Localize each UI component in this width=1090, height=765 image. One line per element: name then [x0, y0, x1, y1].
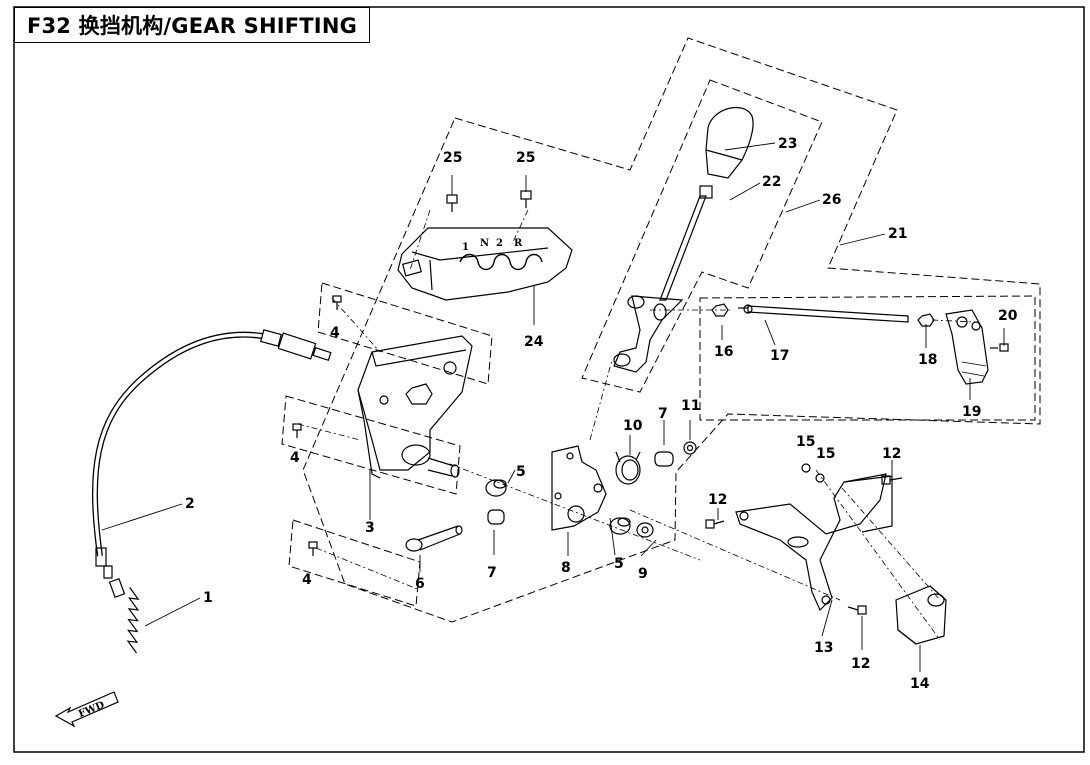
part-16-nut: [711, 303, 729, 317]
callout-12-left: 12: [708, 492, 727, 508]
callout-8: 8: [561, 560, 571, 576]
callout-10: 10: [623, 418, 643, 434]
part-12-bolts: [705, 475, 903, 615]
callout-17: 17: [770, 348, 789, 364]
callout-5-right: 5: [614, 556, 624, 572]
assembly-axis-lines: [297, 209, 976, 641]
callout-13: 13: [814, 640, 833, 656]
callout-15-left: 15: [796, 434, 815, 450]
gate-mark-1: 1: [462, 242, 469, 253]
callout-4-lower: 4: [302, 572, 312, 588]
callout-7-lower: 7: [487, 565, 497, 581]
part-9-washer: [636, 522, 654, 538]
callout-6: 6: [415, 576, 425, 592]
group-outline-linkage: [699, 295, 1036, 421]
callout-4-middle: 4: [290, 450, 300, 466]
page-title: F32 换挡机构/GEAR SHIFTING: [26, 14, 358, 38]
callout-22: 22: [762, 174, 781, 190]
part-13-mounting-bracket: [735, 473, 893, 612]
part-11-washer: [683, 441, 697, 455]
assembly-group-outlines: [281, 37, 1041, 623]
callout-numbers: 1 2 3 4 4 4 5 5 6 7 7 8 9 10 11 12 12 12…: [185, 136, 1018, 692]
callout-25-right: 25: [516, 150, 535, 166]
callout-25-left: 25: [443, 150, 462, 166]
callout-19: 19: [962, 404, 981, 420]
part-2-shift-cable: [91, 329, 332, 579]
callout-11: 11: [681, 398, 700, 414]
leader-lines: [101, 142, 1005, 672]
part-5-bushings: [485, 479, 631, 535]
part-19-shift-arm: [945, 309, 989, 385]
callout-20: 20: [998, 308, 1018, 324]
part-4-screws: [292, 295, 342, 556]
part-23-shift-knob: [705, 106, 754, 179]
part-20-screw: [990, 343, 1009, 352]
gate-mark-2: 2: [496, 238, 503, 249]
callout-9: 9: [638, 566, 648, 582]
part-18-nut: [917, 313, 935, 327]
gate-mark-n: N: [480, 238, 489, 249]
part-1-spring: [108, 578, 140, 654]
callout-1: 1: [203, 590, 213, 606]
title-box: F32 换挡机构/GEAR SHIFTING: [14, 7, 370, 43]
part-8-selector-plate: [551, 445, 607, 531]
part-7-collars: [487, 451, 674, 525]
part-10-torsion-spring: [615, 451, 641, 485]
part-24-gate-cover: [397, 227, 573, 301]
callout-3: 3: [365, 520, 375, 536]
group-outline-4-upper: [317, 282, 493, 385]
callout-15-right: 15: [816, 446, 835, 462]
group-outline-4-middle: [281, 395, 461, 495]
callout-16: 16: [714, 344, 733, 360]
callout-4-upper: 4: [330, 325, 340, 341]
part-22-shift-lever-rod: [659, 185, 713, 301]
callout-23: 23: [778, 136, 797, 152]
group-outline-26: [581, 79, 823, 393]
callout-14: 14: [910, 676, 930, 692]
part-17-linkage-rod: [738, 304, 909, 323]
fwd-label: FWD: [77, 700, 106, 720]
callout-24: 24: [524, 334, 544, 350]
callout-18: 18: [918, 352, 937, 368]
part-3-shift-bracket: [357, 335, 473, 479]
gate-mark-labels: 1 N 2 R: [462, 238, 523, 253]
group-outline-4-lower: [288, 519, 421, 607]
part-6-pivot-pin: [405, 525, 463, 552]
callout-5-left: 5: [516, 464, 526, 480]
callout-12-right: 12: [882, 446, 901, 462]
callout-21: 21: [888, 226, 907, 242]
part-15-nuts: [801, 463, 825, 483]
part-14-rubber-damper: [895, 585, 947, 645]
gate-mark-r: R: [514, 238, 523, 249]
shift-lever-base: [613, 295, 684, 373]
group-outline-21: [302, 37, 1041, 623]
part-25-screws: [446, 190, 532, 212]
callout-26: 26: [822, 192, 841, 208]
callout-7-upper: 7: [658, 406, 668, 422]
callout-2: 2: [185, 496, 195, 512]
fwd-arrow-icon: [54, 691, 119, 728]
callout-12-bottom: 12: [851, 656, 870, 672]
outer-border: [13, 6, 1085, 753]
